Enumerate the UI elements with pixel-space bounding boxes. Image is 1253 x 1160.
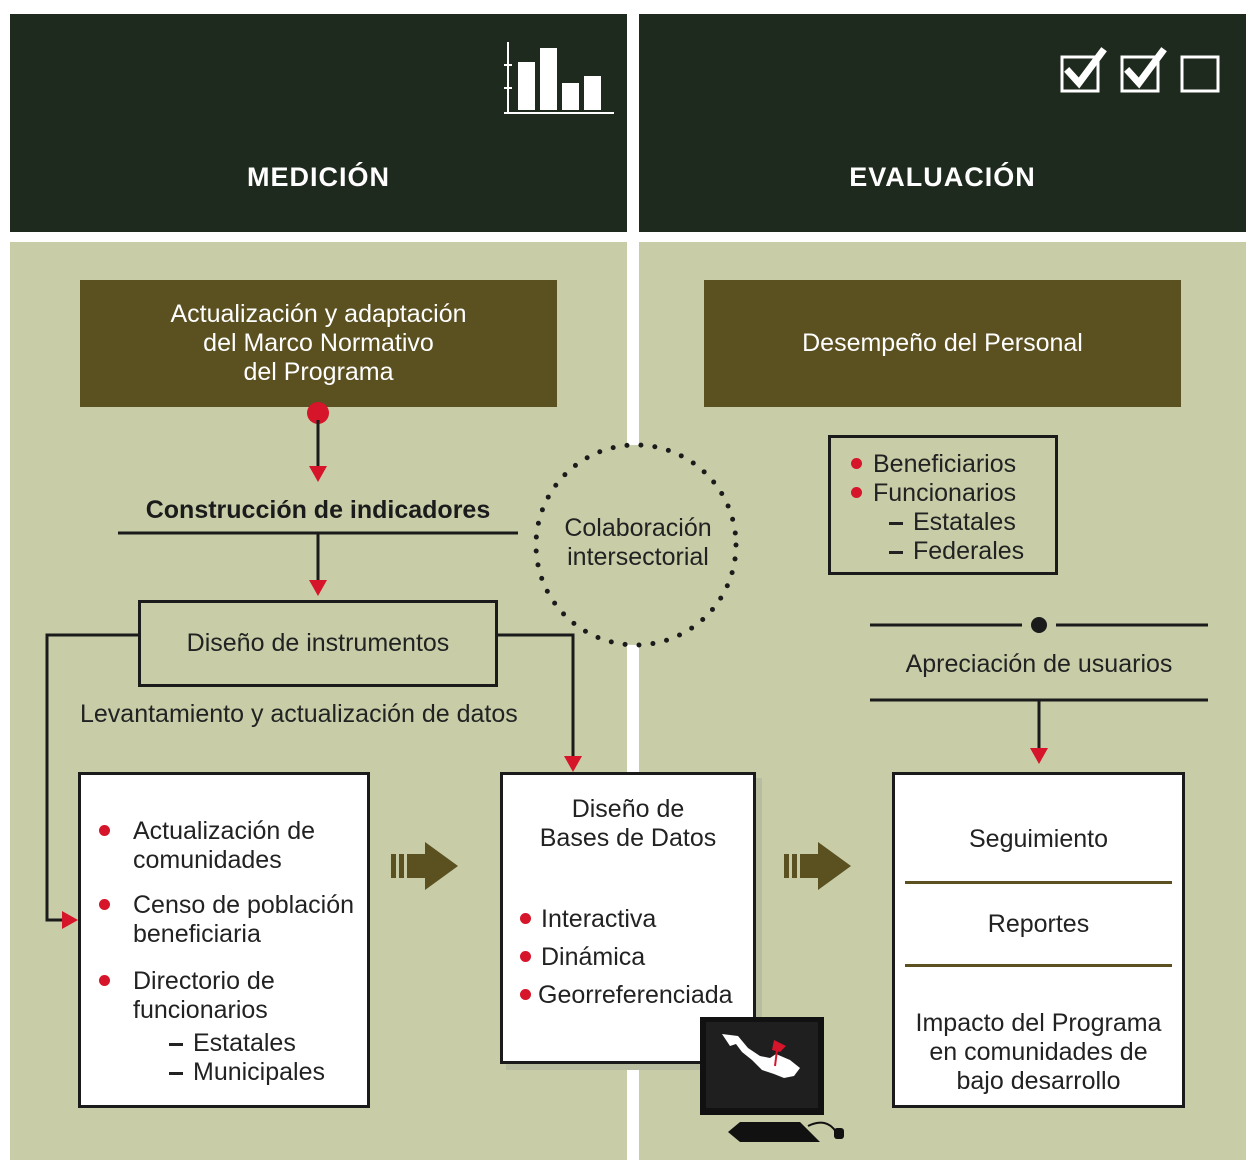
dash-icon (169, 1042, 183, 1046)
bullet-icon (520, 913, 531, 924)
bullet-icon (99, 825, 110, 836)
list-item-comunidades-line-1: Actualización de (133, 817, 316, 845)
bases-datos-title-line-1: Diseño de (571, 795, 685, 823)
list-item-directorio-line-1: Directorio de (133, 967, 275, 995)
levantamiento-label: Levantamiento y actualización de datos (80, 700, 518, 728)
personal-sub-federales-label: Federales (913, 537, 1025, 565)
bullet-icon (851, 458, 862, 469)
sub-item-estatales-label: Estatales (193, 1029, 296, 1057)
list-item-censo: Censo de población beneficiaria (99, 891, 354, 949)
desempeno-personal-box: Desempeño del Personal (704, 280, 1181, 407)
marco-normativo-box: Actualización y adaptación del Marco Nor… (80, 280, 557, 407)
sub-item-municipales: Municipales (169, 1058, 325, 1087)
marco-normativo-line-2: del Marco Normativo (203, 329, 434, 357)
bases-item-dinamica: Dinámica (520, 943, 646, 972)
personal-item-beneficiarios-label: Beneficiarios (873, 450, 1017, 478)
marco-normativo-line-1: Actualización y adaptación (170, 300, 467, 328)
bases-datos-title: Diseño de Bases de Datos (503, 795, 753, 853)
personal-sub-federales: Federales (889, 537, 1024, 566)
list-item-directorio: Directorio de funcionarios (99, 967, 275, 1025)
bullet-icon (520, 989, 531, 1000)
colaboracion-line-1: Colaboración (564, 514, 712, 542)
results-divider-1 (905, 881, 1172, 884)
reportes-label: Reportes (987, 910, 1090, 938)
list-item-censo-line-1: Censo de población (133, 891, 354, 919)
marco-normativo-line-3: del Programa (243, 358, 394, 386)
seguimiento-label: Seguimiento (969, 825, 1108, 853)
results-divider-2 (905, 964, 1172, 967)
bullet-icon (99, 899, 110, 910)
desempeno-personal-label: Desempeño del Personal (802, 329, 1083, 357)
apreciacion-usuarios: Apreciación de usuarios (905, 650, 1173, 678)
bases-item-interactiva-label: Interactiva (541, 905, 657, 933)
sub-item-municipales-label: Municipales (193, 1058, 326, 1086)
results-box: Seguimiento Reportes Impacto del Program… (892, 772, 1185, 1108)
dash-icon (889, 550, 903, 554)
list-item-comunidades: Actualización de comunidades (99, 817, 316, 875)
diseno-instrumentos-box: Diseño de instrumentos (138, 600, 498, 687)
colaboracion-label: Colaboración intersectorial (536, 514, 740, 572)
personal-sub-estatales: Estatales (889, 508, 1016, 537)
bases-item-interactiva: Interactiva (520, 905, 657, 934)
impacto-line-3: bajo desarrollo (956, 1067, 1121, 1095)
list-item-directorio-line-2: funcionarios (133, 996, 268, 1024)
sub-item-estatales: Estatales (169, 1029, 296, 1058)
header-medicion-title: MEDICIÓN (247, 162, 390, 192)
bullet-icon (851, 487, 862, 498)
bases-item-dinamica-label: Dinámica (541, 943, 646, 971)
personal-item-funcionarios: Funcionarios (851, 479, 1017, 508)
bullet-icon (99, 975, 110, 986)
header-medicion: MEDICIÓN (10, 14, 627, 232)
bases-item-georreferenciada: Georreferenciada (520, 981, 733, 1010)
construccion-indicadores: Construcción de indicadores (145, 496, 491, 524)
personal-item-beneficiarios: Beneficiarios (851, 450, 1017, 479)
bases-datos-title-line-2: Bases de Datos (539, 824, 717, 852)
personal-sub-estatales-label: Estatales (913, 508, 1016, 536)
dash-icon (169, 1071, 183, 1075)
list-item-comunidades-line-2: comunidades (133, 846, 282, 874)
impacto-label: Impacto del Programa en comunidades de b… (895, 1009, 1182, 1096)
dash-icon (889, 521, 903, 525)
impacto-line-1: Impacto del Programa (915, 1009, 1162, 1037)
diseno-instrumentos-label: Diseño de instrumentos (186, 629, 450, 657)
bullet-icon (520, 951, 531, 962)
list-item-censo-line-2: beneficiaria (133, 920, 261, 948)
actualizacion-list-box: Actualización de comunidades Censo de po… (78, 772, 370, 1108)
header-evaluacion-title: EVALUACIÓN (849, 162, 1036, 192)
personal-item-funcionarios-label: Funcionarios (873, 479, 1017, 507)
impacto-line-2: en comunidades de (929, 1038, 1148, 1066)
bases-item-georreferenciada-label: Georreferenciada (538, 981, 733, 1009)
bases-datos-box: Diseño de Bases de Datos Interactiva Din… (500, 772, 756, 1064)
personal-list-box: Beneficiarios Funcionarios Estatales Fed… (828, 435, 1058, 575)
header-evaluacion: EVALUACIÓN (639, 14, 1246, 232)
colaboracion-line-2: intersectorial (567, 543, 709, 571)
